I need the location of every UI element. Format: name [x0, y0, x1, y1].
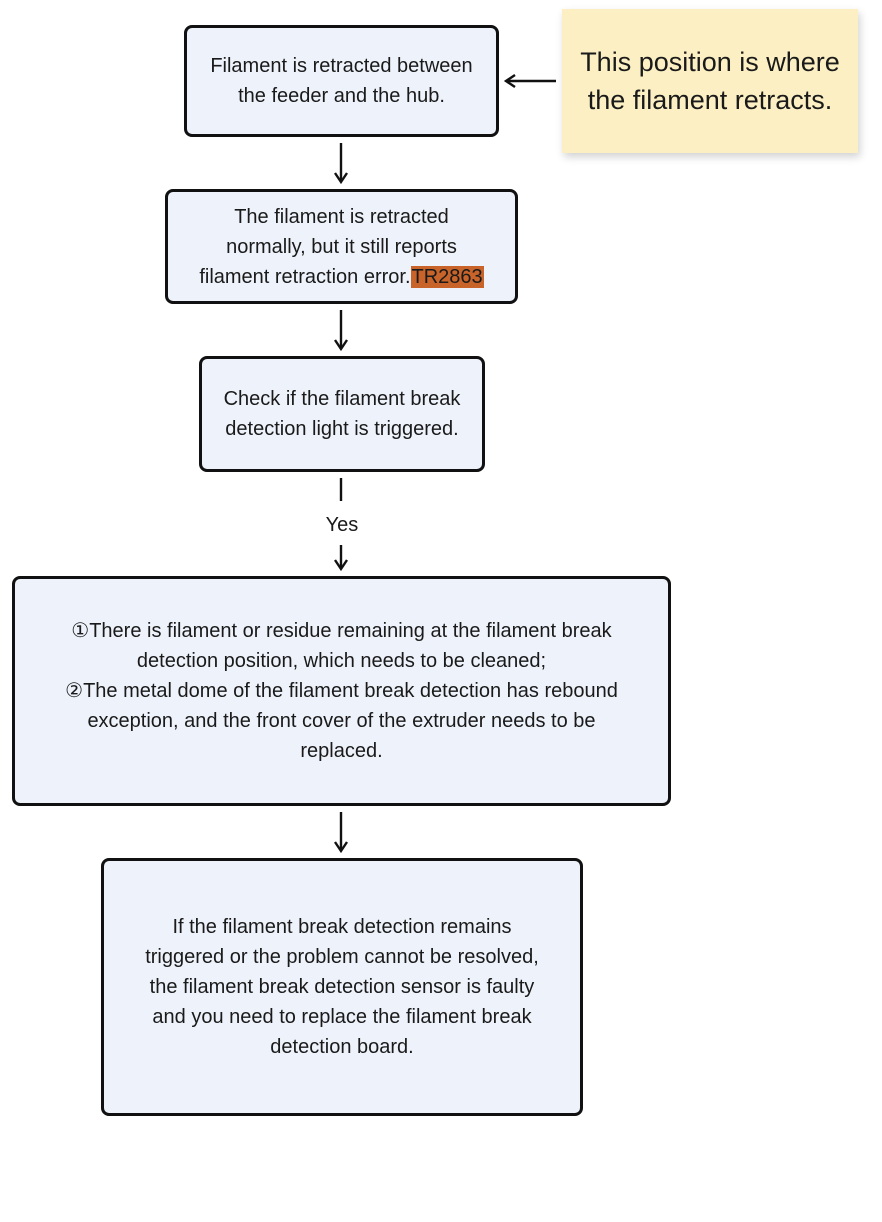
step-text-line: detection position, which needs to be cl… — [136, 650, 547, 672]
step-text-line: replaced. — [300, 740, 383, 762]
step-replace-detection-board: If the filament break detection remains … — [101, 858, 583, 1116]
step-cleaning-or-replace-cover: ①There is filament or residue remaining … — [12, 576, 671, 806]
step-text-line: ①There is filament or residue remaining … — [71, 620, 612, 642]
step-text-line: Filament is retracted between — [210, 55, 473, 77]
annotation-note: This position is where the filament retr… — [562, 9, 858, 153]
step-text-line: triggered or the problem cannot be resol… — [145, 946, 539, 968]
step-check-detection-light: Check if the filament break detection li… — [199, 356, 485, 472]
step-text-line: The filament is retracted — [234, 205, 449, 228]
step-text-line: exception, and the front cover of the ex… — [87, 710, 596, 732]
edge-label-yes: Yes — [312, 512, 372, 538]
step-text-line: Check if the filament break — [223, 388, 461, 410]
error-code-badge: TR2863 — [410, 265, 484, 288]
note-line: This position is where — [580, 47, 840, 77]
step-text-line: detection board. — [270, 1036, 414, 1058]
note-line: the filament retracts. — [587, 85, 833, 115]
step-text-line: and you need to replace the filament bre… — [152, 1006, 532, 1028]
step-text-line: filament retraction error.TR2863 — [199, 262, 484, 292]
step-retracted-between-feeder-hub: Filament is retracted between the feeder… — [184, 25, 499, 137]
step-text-line: detection light is triggered. — [225, 418, 459, 440]
step-text-segment: filament retraction error. — [199, 265, 411, 288]
step-text-line: If the filament break detection remains — [172, 916, 512, 938]
step-retraction-error: The filament is retracted normally, but … — [165, 189, 518, 304]
step-text-line: the filament break detection sensor is f… — [149, 976, 535, 998]
step-text-line: the feeder and the hub. — [238, 85, 445, 107]
step-text-line: ②The metal dome of the filament break de… — [65, 680, 618, 702]
step-text-line: normally, but it still reports — [226, 235, 457, 258]
